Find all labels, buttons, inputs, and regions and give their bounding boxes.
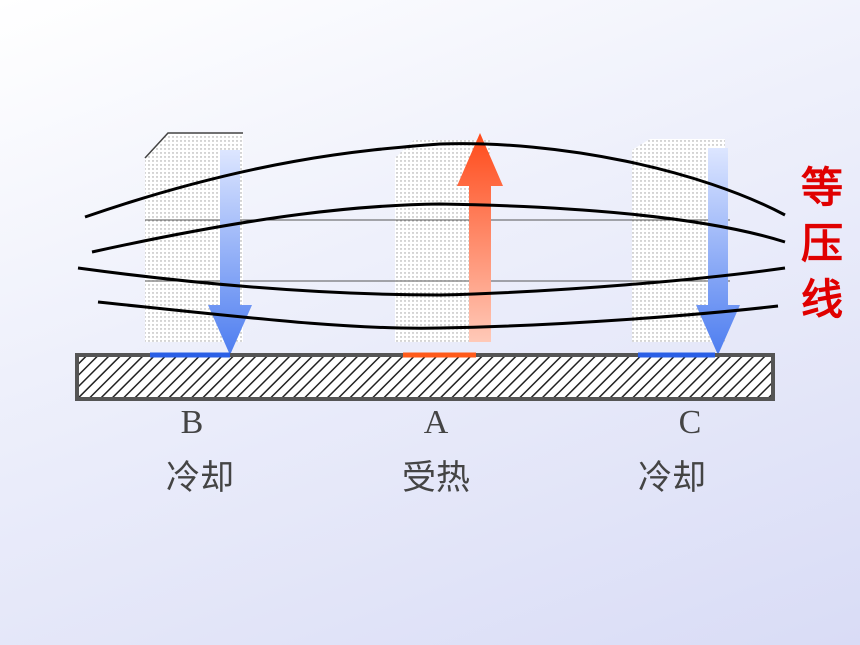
location-state-b: 冷却 — [166, 460, 234, 497]
isobars — [77, 142, 786, 330]
isobar-label: 等 压 线 — [797, 160, 847, 328]
ground-surface — [75, 352, 775, 401]
location-state-c: 冷却 — [638, 460, 706, 497]
sinking-air-arrow-c — [696, 148, 740, 355]
isobar-4 — [97, 300, 779, 330]
isobar-1 — [84, 142, 786, 219]
location-letter-c: C — [678, 404, 702, 441]
location-state-a: 受热 — [402, 460, 470, 497]
location-letter-a: A — [423, 404, 449, 441]
air-column-a — [395, 140, 490, 342]
isobar-label-char-1: 等 — [800, 163, 843, 212]
location-letter-b: B — [180, 404, 204, 441]
air-column-b — [144, 132, 243, 342]
isobar-label-char-2: 压 — [800, 219, 843, 268]
isobar-label-char-3: 线 — [800, 275, 843, 324]
sinking-air-arrow-b — [208, 150, 252, 355]
air-column-c — [632, 139, 725, 342]
isobar-3 — [77, 266, 786, 297]
isobar-2 — [91, 202, 786, 254]
rising-air-arrow-a — [457, 133, 503, 342]
